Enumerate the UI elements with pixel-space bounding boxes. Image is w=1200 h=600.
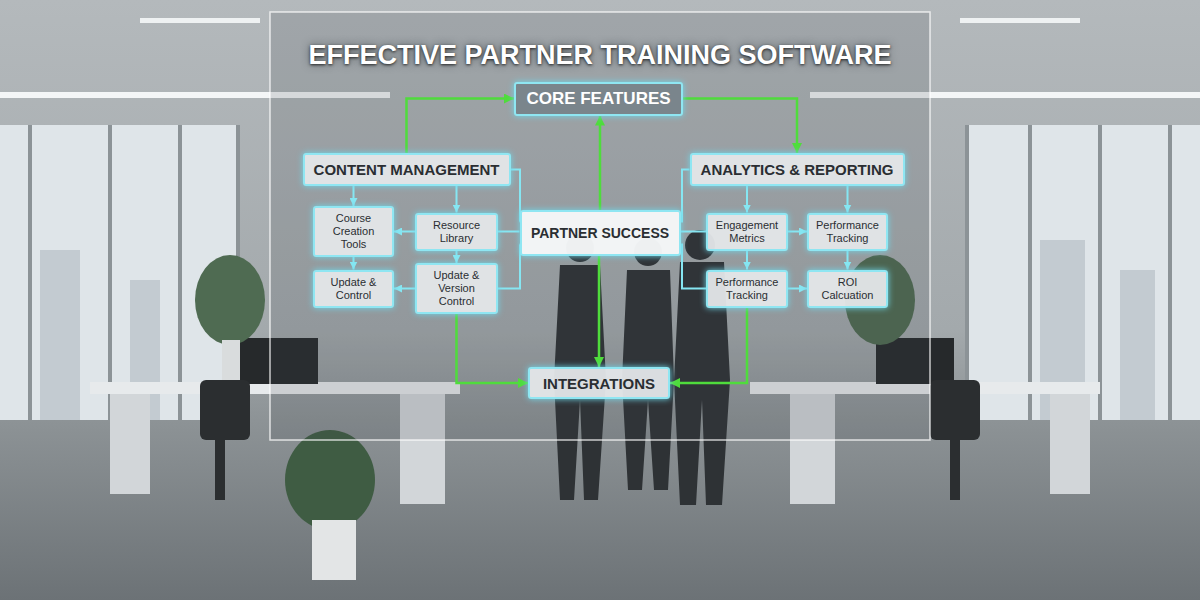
link-line bbox=[498, 245, 520, 289]
link-line bbox=[681, 231, 707, 233]
link-line bbox=[394, 288, 415, 290]
flow-arrow bbox=[670, 308, 747, 384]
node-label: ROI Calcuation bbox=[813, 276, 882, 302]
feature-box: Engagement Metrics bbox=[706, 213, 788, 251]
feature-box: Performance Tracking bbox=[807, 213, 888, 251]
link-line bbox=[511, 170, 521, 222]
link-line bbox=[746, 186, 748, 213]
node-label: CONTENT MANAGEMENT bbox=[314, 161, 500, 178]
link-line bbox=[353, 257, 355, 270]
category-box: ANALYTICS & REPORTING bbox=[690, 153, 905, 186]
node-label: Course Creation Tools bbox=[319, 212, 388, 251]
glass-panel bbox=[270, 12, 930, 440]
link-line bbox=[456, 251, 458, 264]
node-label: Resource Library bbox=[421, 219, 492, 245]
node-label: Performance Tracking bbox=[712, 276, 782, 302]
node-label: INTEGRATIONS bbox=[543, 375, 655, 392]
feature-box: Update & Control bbox=[313, 270, 394, 308]
flow-arrow bbox=[407, 99, 515, 154]
center-box: PARTNER SUCCESS bbox=[520, 210, 681, 256]
node-label: Engagement Metrics bbox=[712, 219, 782, 245]
feature-box: Update & Version Control bbox=[415, 263, 498, 314]
node-label: Update & Control bbox=[319, 276, 388, 302]
node-label: Performance Tracking bbox=[813, 219, 882, 245]
link-line bbox=[456, 186, 458, 213]
feature-box: Course Creation Tools bbox=[313, 206, 394, 257]
node-label: CORE FEATURES bbox=[526, 89, 670, 109]
feature-box: Resource Library bbox=[415, 213, 498, 251]
link-line bbox=[394, 231, 415, 233]
link-line bbox=[847, 186, 849, 213]
flow-arrow bbox=[599, 116, 602, 211]
flow-arrow bbox=[683, 99, 797, 154]
feature-hub: CORE FEATURES bbox=[514, 82, 683, 116]
node-label: PARTNER SUCCESS bbox=[531, 225, 669, 241]
link-line bbox=[681, 245, 707, 289]
feature-box: ROI Calcuation bbox=[807, 270, 888, 308]
flow-arrow bbox=[457, 314, 529, 383]
category-box: CONTENT MANAGEMENT bbox=[303, 153, 511, 186]
category-box: INTEGRATIONS bbox=[528, 367, 670, 399]
link-line bbox=[681, 170, 690, 222]
link-line bbox=[788, 288, 807, 290]
link-line bbox=[847, 251, 849, 270]
link-line bbox=[498, 231, 520, 233]
node-label: Update & Version Control bbox=[421, 269, 492, 308]
link-line bbox=[353, 186, 355, 206]
flow-arrow bbox=[598, 256, 601, 367]
link-line bbox=[788, 231, 807, 233]
node-label: ANALYTICS & REPORTING bbox=[701, 161, 894, 178]
link-line bbox=[746, 251, 748, 270]
feature-box: Performance Tracking bbox=[706, 270, 788, 308]
diagram-title: EFFECTIVE PARTNER TRAINING SOFTWARE bbox=[0, 40, 1200, 71]
